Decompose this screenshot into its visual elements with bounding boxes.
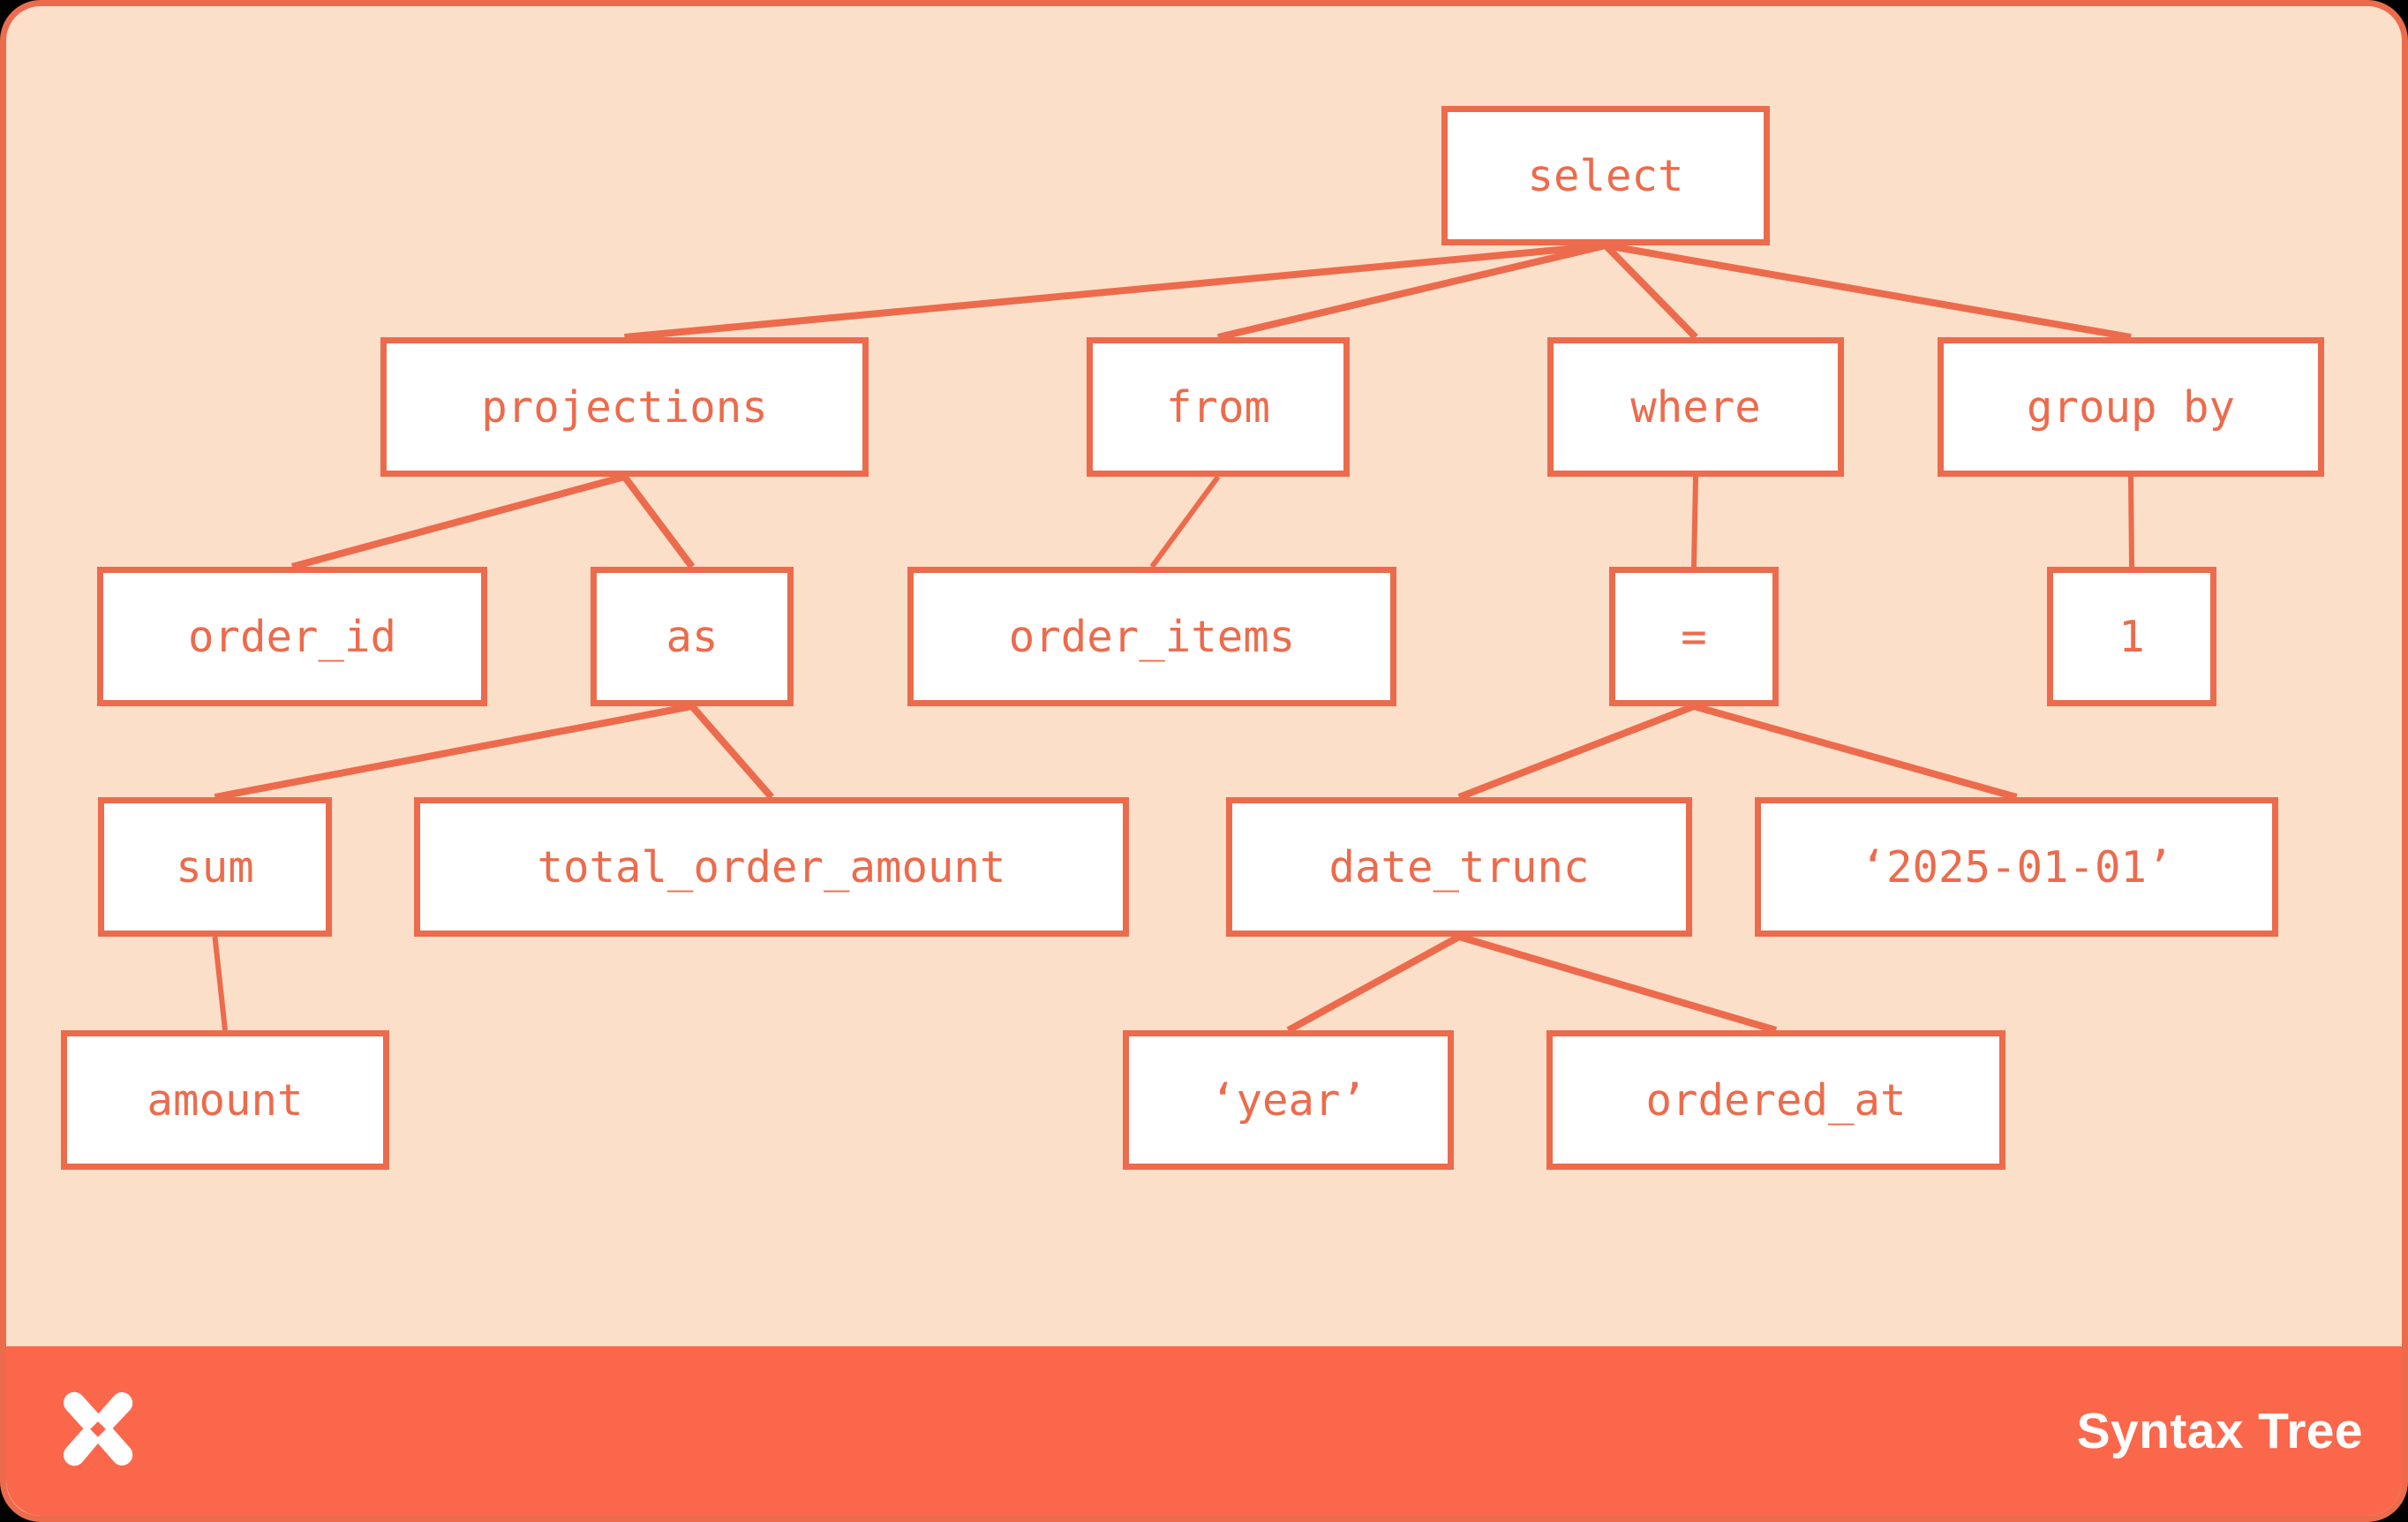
tree-edge — [1217, 242, 1607, 341]
tree-node-label: projections — [481, 381, 768, 433]
tree-node-amount[interactable]: amount — [61, 1030, 389, 1170]
footer-title: Syntax Tree — [2076, 1403, 2363, 1459]
tree-node-as[interactable]: as — [591, 567, 794, 706]
tree-node-label: order_id — [187, 611, 396, 662]
tree-node-from[interactable]: from — [1087, 337, 1350, 477]
tree-edge — [1692, 703, 2018, 801]
tree-node-where[interactable]: where — [1547, 337, 1844, 477]
tree-edge — [1691, 476, 1698, 568]
tree-edge — [621, 474, 696, 569]
tree-node-label: ordered_at — [1645, 1074, 1907, 1126]
tree-node-label: ‘year’ — [1209, 1074, 1366, 1126]
tree-edge — [1457, 933, 1778, 1034]
tree-node-total_order_amount[interactable]: total_order_amount — [414, 797, 1129, 937]
tree-node-group_by[interactable]: group by — [1938, 337, 2324, 477]
tree-edge — [1149, 475, 1221, 569]
tree-node-label: from — [1165, 381, 1270, 433]
tree-edge — [689, 704, 775, 800]
tree-node-order_id[interactable]: order_id — [97, 567, 487, 706]
tree-node-label: date_trunc — [1328, 841, 1590, 893]
tree-node-eq[interactable]: = — [1609, 567, 1779, 706]
tree-node-label: total_order_amount — [537, 841, 1006, 893]
footer-bar: Syntax Tree — [6, 1346, 2402, 1516]
tree-node-label: group by — [2026, 381, 2235, 433]
tree-node-date_trunc[interactable]: date_trunc — [1226, 797, 1692, 937]
tree-node-label: order_items — [1008, 611, 1296, 662]
tree-node-label: as — [666, 611, 719, 662]
tree-edge — [212, 936, 228, 1031]
tree-edge — [214, 703, 693, 801]
tree-node-label: select — [1527, 150, 1684, 201]
tree-node-select[interactable]: select — [1441, 106, 1770, 245]
tree-node-label: ‘2025-01-01’ — [1860, 841, 2173, 893]
tree-edge — [1286, 933, 1461, 1034]
tree-edge — [1605, 242, 2132, 341]
x-star-logo-icon — [64, 1391, 133, 1466]
tree-node-label: amount — [147, 1074, 304, 1126]
tree-node-label: where — [1630, 381, 1761, 433]
tree-node-one[interactable]: 1 — [2047, 567, 2216, 706]
tree-node-date_literal[interactable]: ‘2025-01-01’ — [1755, 797, 2278, 937]
tree-node-label: 1 — [2118, 611, 2145, 662]
tree-node-ordered_at[interactable]: ordered_at — [1546, 1030, 2005, 1170]
tree-edge — [624, 242, 1607, 341]
tree-edges-layer — [212, 242, 2134, 1034]
syntax-tree-canvas: select projections from where group by order_… — [6, 6, 2402, 1359]
tree-edge — [1457, 703, 1696, 801]
tree-node-order_items[interactable]: order_items — [907, 567, 1396, 706]
tree-node-projections[interactable]: projections — [380, 337, 869, 477]
tree-edge — [290, 473, 626, 570]
tree-node-year_literal[interactable]: ‘year’ — [1123, 1030, 1454, 1170]
tree-edge — [1603, 243, 1698, 340]
tree-node-sum[interactable]: sum — [98, 797, 332, 937]
tree-node-label: = — [1681, 611, 1707, 662]
tree-node-label: sum — [176, 841, 254, 893]
tree-edge — [2128, 476, 2134, 568]
